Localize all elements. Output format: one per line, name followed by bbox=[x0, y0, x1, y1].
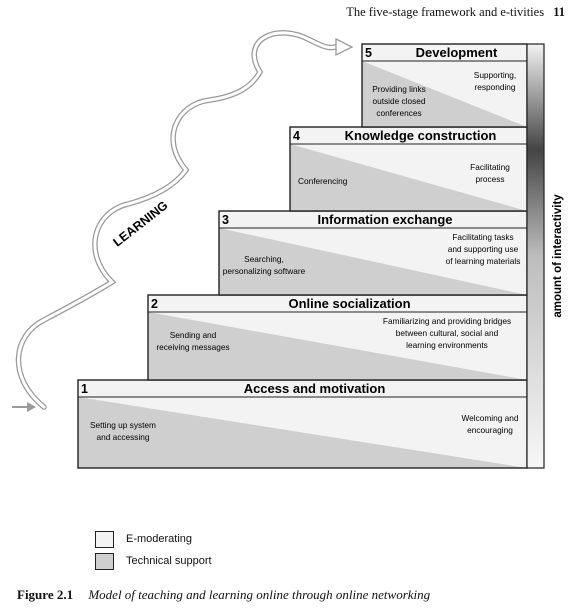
stage-e-moderating-text: and supporting use bbox=[448, 244, 519, 254]
stage-title: Access and motivation bbox=[244, 381, 386, 396]
stage-e-moderating-text: of learning materials bbox=[446, 256, 521, 266]
stage-e-moderating-text: Welcoming and bbox=[461, 413, 518, 423]
entry-arrow-head bbox=[27, 402, 36, 412]
stage-technical-support-text: receiving messages bbox=[156, 342, 229, 352]
stage-title: Information exchange bbox=[317, 212, 452, 227]
stage-technical-support-text: outside closed bbox=[372, 96, 425, 106]
learning-arrow-head bbox=[335, 37, 354, 57]
stage-technical-support-text: conferences bbox=[376, 108, 421, 118]
page-number: 11 bbox=[553, 5, 565, 19]
interactivity-bar bbox=[526, 43, 545, 469]
stage-e-moderating-text: encouraging bbox=[467, 425, 513, 435]
stage-technical-support-text: Providing links bbox=[372, 84, 426, 94]
stage-e-moderating-text: Familiarizing and providing bridges bbox=[383, 316, 511, 326]
running-title: The five-stage framework and e-tivities bbox=[346, 5, 545, 19]
stage-number: 5 bbox=[365, 46, 372, 60]
stage-technical-support-text: Sending and bbox=[170, 330, 217, 340]
stage-number: 2 bbox=[151, 297, 158, 311]
caption-text: Model of teaching and learning online th… bbox=[88, 587, 431, 602]
learning-arrow-body bbox=[17, 31, 340, 409]
stage-technical-support-text: Conferencing bbox=[298, 176, 348, 186]
stage-technical-support-area bbox=[362, 61, 527, 127]
legend-label-technical-support: Technical support bbox=[126, 555, 212, 567]
running-header: The five-stage framework and e-tivities … bbox=[346, 5, 565, 20]
legend-swatch-technical-support bbox=[95, 553, 114, 570]
stage-technical-support-area bbox=[148, 312, 527, 380]
stage-title: Online socialization bbox=[288, 296, 410, 311]
legend-swatch-e-moderating bbox=[95, 531, 114, 548]
stage-technical-support-area bbox=[290, 144, 527, 211]
stage-technical-support-text: Setting up system bbox=[90, 420, 156, 430]
stage-number: 4 bbox=[293, 129, 300, 143]
stage-e-moderating-text: Supporting, bbox=[474, 70, 516, 80]
stage-technical-support-text: and accessing bbox=[96, 432, 149, 442]
stage-number: 3 bbox=[222, 213, 229, 227]
stage-title: Knowledge construction bbox=[345, 128, 497, 143]
stage-e-moderating-text: process bbox=[475, 174, 504, 184]
stage-e-moderating-text: learning environments bbox=[406, 340, 488, 350]
stage-number: 1 bbox=[81, 382, 88, 396]
stage-e-moderating-text: responding bbox=[474, 82, 515, 92]
legend-label-e-moderating: E-moderating bbox=[126, 533, 193, 545]
figure-caption: Figure 2.1 Model of teaching and learnin… bbox=[17, 587, 430, 603]
stage-e-moderating-text: between cultural, social and bbox=[396, 328, 499, 338]
stage-e-moderating-text: Facilitating tasks bbox=[452, 232, 513, 242]
learning-arrow bbox=[12, 30, 354, 412]
caption-number: Figure 2.1 bbox=[17, 587, 74, 602]
stage-technical-support-text: Searching, bbox=[244, 254, 284, 264]
stage-technical-support-area bbox=[219, 228, 527, 295]
stage-technical-support-area bbox=[78, 397, 527, 468]
stage-technical-support-text: personalizing software bbox=[223, 266, 306, 276]
stage-title: Development bbox=[416, 45, 498, 60]
interactivity-label: amount of interactivity bbox=[552, 194, 564, 318]
stage-e-moderating-text: Facilitating bbox=[470, 162, 510, 172]
